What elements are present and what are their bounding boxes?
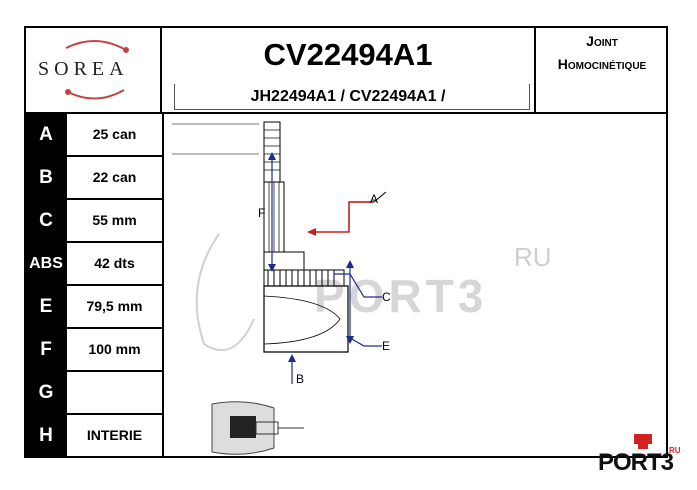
product-sheet: SOREA CV22494A1 JH22494A1 / CV22494A1 / … <box>24 26 668 458</box>
brand-piston-icon <box>634 434 652 449</box>
cv-joint-drawing <box>172 121 387 455</box>
product-type-cell: Joint Homocinétique <box>536 28 668 114</box>
spec-value: 55 mm <box>66 200 162 241</box>
spec-value: 42 dts <box>66 243 162 284</box>
logo-cell: SOREA <box>26 28 162 114</box>
spec-value <box>66 372 162 413</box>
spec-row-b: B 22 can <box>26 157 162 200</box>
cross-references: JH22494A1 / CV22494A1 / <box>250 88 446 105</box>
spec-key: G <box>26 372 66 413</box>
spec-row-e: E 79,5 mm <box>26 286 162 329</box>
label-f: F <box>258 206 266 220</box>
watermark-suffix: RU <box>514 242 552 272</box>
spec-value: 79,5 mm <box>66 286 162 327</box>
spec-row-a: A 25 can <box>26 114 162 157</box>
label-a: A <box>370 192 379 206</box>
brand-suffix: RU <box>669 446 681 455</box>
brand-logo: SOREA <box>38 58 129 80</box>
spec-value: INTERIE <box>66 415 162 456</box>
spec-row-c: C 55 mm <box>26 200 162 243</box>
product-type-line1: Joint <box>586 33 618 49</box>
label-b: B <box>296 372 305 386</box>
spec-row-abs: ABS 42 dts <box>26 243 162 286</box>
label-c: C <box>382 290 391 304</box>
spec-key: F <box>26 329 66 370</box>
spec-value: 22 can <box>66 157 162 198</box>
cross-reference-box <box>174 84 530 110</box>
part-number: CV22494A1 <box>263 37 433 72</box>
spec-key: ABS <box>26 243 66 284</box>
logo-swirl-icon <box>65 39 129 100</box>
spec-row-f: F 100 mm <box>26 329 162 372</box>
reference-cell: CV22494A1 JH22494A1 / CV22494A1 / <box>162 28 536 114</box>
brand-wordmark: PORT3 <box>598 449 674 476</box>
spec-key: C <box>26 200 66 241</box>
spec-key: E <box>26 286 66 327</box>
spec-key: H <box>26 415 66 456</box>
spec-row-g: G <box>26 372 162 415</box>
technical-drawing: PORT3 RU <box>162 114 668 458</box>
spec-value: 25 can <box>66 114 162 155</box>
watermark: PORT3 <box>314 270 488 322</box>
spec-key: A <box>26 114 66 155</box>
product-type-line2: Homocinétique <box>557 56 647 72</box>
spec-row-h: H INTERIE <box>26 415 162 458</box>
spec-key: B <box>26 157 66 198</box>
spec-value: 100 mm <box>66 329 162 370</box>
label-e: E <box>382 339 391 353</box>
